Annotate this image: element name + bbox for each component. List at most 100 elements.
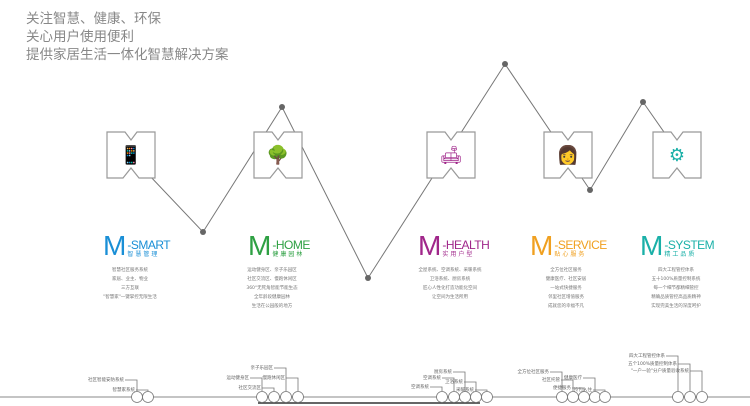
timeline-node [599, 391, 611, 403]
timeline-label: 运动健身区 [226, 376, 250, 381]
module-subtitle: 健康园林 [272, 251, 305, 258]
description-line: 成就您的幸福不凡 [548, 304, 584, 309]
timeline-leader [250, 377, 263, 391]
description-line: 生活在公园般的地方 [251, 304, 293, 309]
module-brand: M -HEALTH 实用户型 [418, 230, 490, 261]
timeline-label: 空调系统 [423, 376, 441, 381]
timeline-leader [572, 387, 585, 391]
timeline-label: 四大工程管控体系 [629, 354, 665, 359]
brand-m-letter: M [640, 230, 664, 261]
timeline-node [589, 391, 601, 403]
module-description: 全方位社区服务健康医疗、社区安居一站式快捷服务邻里社区增值服务成就您的幸福不凡 [516, 266, 616, 311]
module-name: -SMART [127, 238, 171, 252]
timeline-leader [550, 371, 563, 391]
module-name: -SYSTEM [664, 238, 715, 252]
brand-m-letter: M [530, 230, 554, 261]
timeline-label: 采暖系统 [456, 388, 474, 393]
description-line: 卫浴系统、厨房系统 [429, 277, 471, 282]
module-description: 智慧社区服务系统家居、业主、物业三方互联"智慧家"一键掌控无限生活 [80, 266, 180, 302]
description-line: 健康医疗、社区安居 [545, 277, 587, 282]
timeline-node [567, 391, 579, 403]
description-line: 智慧社区服务系统 [112, 268, 148, 273]
intro-text: 关注智慧、健康、环保 关心用户使用便利 提供家居生活一体化智慧解决方案 [26, 10, 229, 64]
description-line: 社区交流区、慢跑休闲区 [247, 277, 297, 282]
module-subtitle: 贴心服务 [554, 251, 587, 258]
description-line: 匠心人性化打造功能化空间 [423, 286, 477, 291]
timeline-leader [666, 355, 679, 391]
description-line: "智慧家"一键掌控无限生活 [103, 295, 157, 300]
timeline-node [280, 391, 292, 403]
timeline-leader [262, 387, 275, 391]
timeline-node [448, 391, 460, 403]
module-m-box: 🛋 [426, 131, 476, 179]
timeline-leader [442, 377, 455, 391]
intro-line: 提供家居生活一体化智慧解决方案 [26, 47, 229, 63]
description-line: 五十100%质量控制系统 [651, 277, 701, 282]
timeline-label: 社区交流区 [238, 386, 262, 391]
timeline-node [470, 391, 482, 403]
intro-line: 关心用户使用便利 [26, 29, 134, 45]
node-dot [279, 104, 285, 110]
timeline-label: 五个100%质量控制体系 [628, 362, 677, 367]
timeline-node [556, 391, 568, 403]
timeline-label: 拎包入住 [574, 388, 592, 393]
module-subtitle: 实用户型 [442, 251, 475, 258]
timeline-node [268, 391, 280, 403]
timeline-label: 空调系统 [411, 385, 429, 390]
module-subtitle: 精工品质 [664, 251, 697, 258]
customer-service-icon: 👩 [556, 144, 580, 166]
description-line: 运动健身区、亲子乐园区 [247, 268, 297, 273]
timeline-leader [125, 379, 138, 391]
timeline-leader [136, 389, 149, 391]
smartphone-icon: 📱 [119, 144, 143, 166]
timeline-node [292, 391, 304, 403]
module-m-box: 👩 [543, 131, 593, 179]
tree-icon: 🌳 [266, 144, 290, 166]
timeline-leader [678, 363, 691, 391]
node-dot [587, 187, 593, 193]
timeline-node [131, 391, 143, 403]
module-description: 全屋系统、空调系统、采暖系统卫浴系统、厨房系统匠心人性化打造功能化空间让空间为生… [400, 266, 500, 302]
module-m-box: 📱 [106, 131, 156, 179]
module-m-box: ⚙ [652, 131, 702, 179]
timeline-label: 全方位社区服务 [517, 370, 550, 375]
timeline-label: 社区智能安防系统 [88, 378, 124, 383]
module-name: -HEALTH [442, 238, 490, 252]
node-dot [200, 229, 206, 235]
timeline-label: 厨房系统 [434, 370, 452, 375]
module-brand: M -HOME 健康园林 [248, 230, 310, 261]
timeline-node [684, 391, 696, 403]
brand-m-letter: M [103, 230, 127, 261]
module-name: -SERVICE [554, 238, 607, 252]
timeline-node [481, 391, 493, 403]
module-description: 四大工程管控体系五十100%质量控制系统每一个细节都精细管控精确品质管控高品质精… [626, 266, 726, 311]
description-line: 让空间为生活所用 [432, 295, 468, 300]
brand-m-letter: M [418, 230, 442, 261]
module-name: -HOME [272, 238, 310, 252]
module-brand: M -SMART 智慧管理 [103, 230, 171, 261]
timeline-leader [453, 371, 466, 391]
timeline-leader [561, 379, 574, 391]
timeline-node [459, 391, 471, 403]
module-subtitle: 智慧管理 [127, 251, 160, 258]
node-dot [502, 61, 508, 67]
sofa-icon: 🛋 [439, 144, 463, 166]
timeline-leader [464, 381, 477, 391]
timeline-leader [286, 377, 299, 391]
timeline-node [436, 391, 448, 403]
timeline-node [256, 391, 268, 403]
timeline-node [142, 391, 154, 403]
timeline-leader [583, 377, 596, 391]
timeline-label: 健康医疗 [564, 376, 582, 381]
gear-magnifier-icon: ⚙ [668, 144, 686, 166]
description-line: 精确品质管控高品质精神 [651, 295, 701, 300]
node-dot [640, 99, 646, 105]
brand-m-letter: M [248, 230, 272, 261]
node-dot [365, 275, 371, 281]
description-line: 家居、业主、物业 [112, 277, 148, 282]
timeline-leader [475, 389, 488, 391]
timeline-leader [274, 367, 287, 391]
description-line: 实现完美生活的深度呵护 [651, 304, 701, 309]
